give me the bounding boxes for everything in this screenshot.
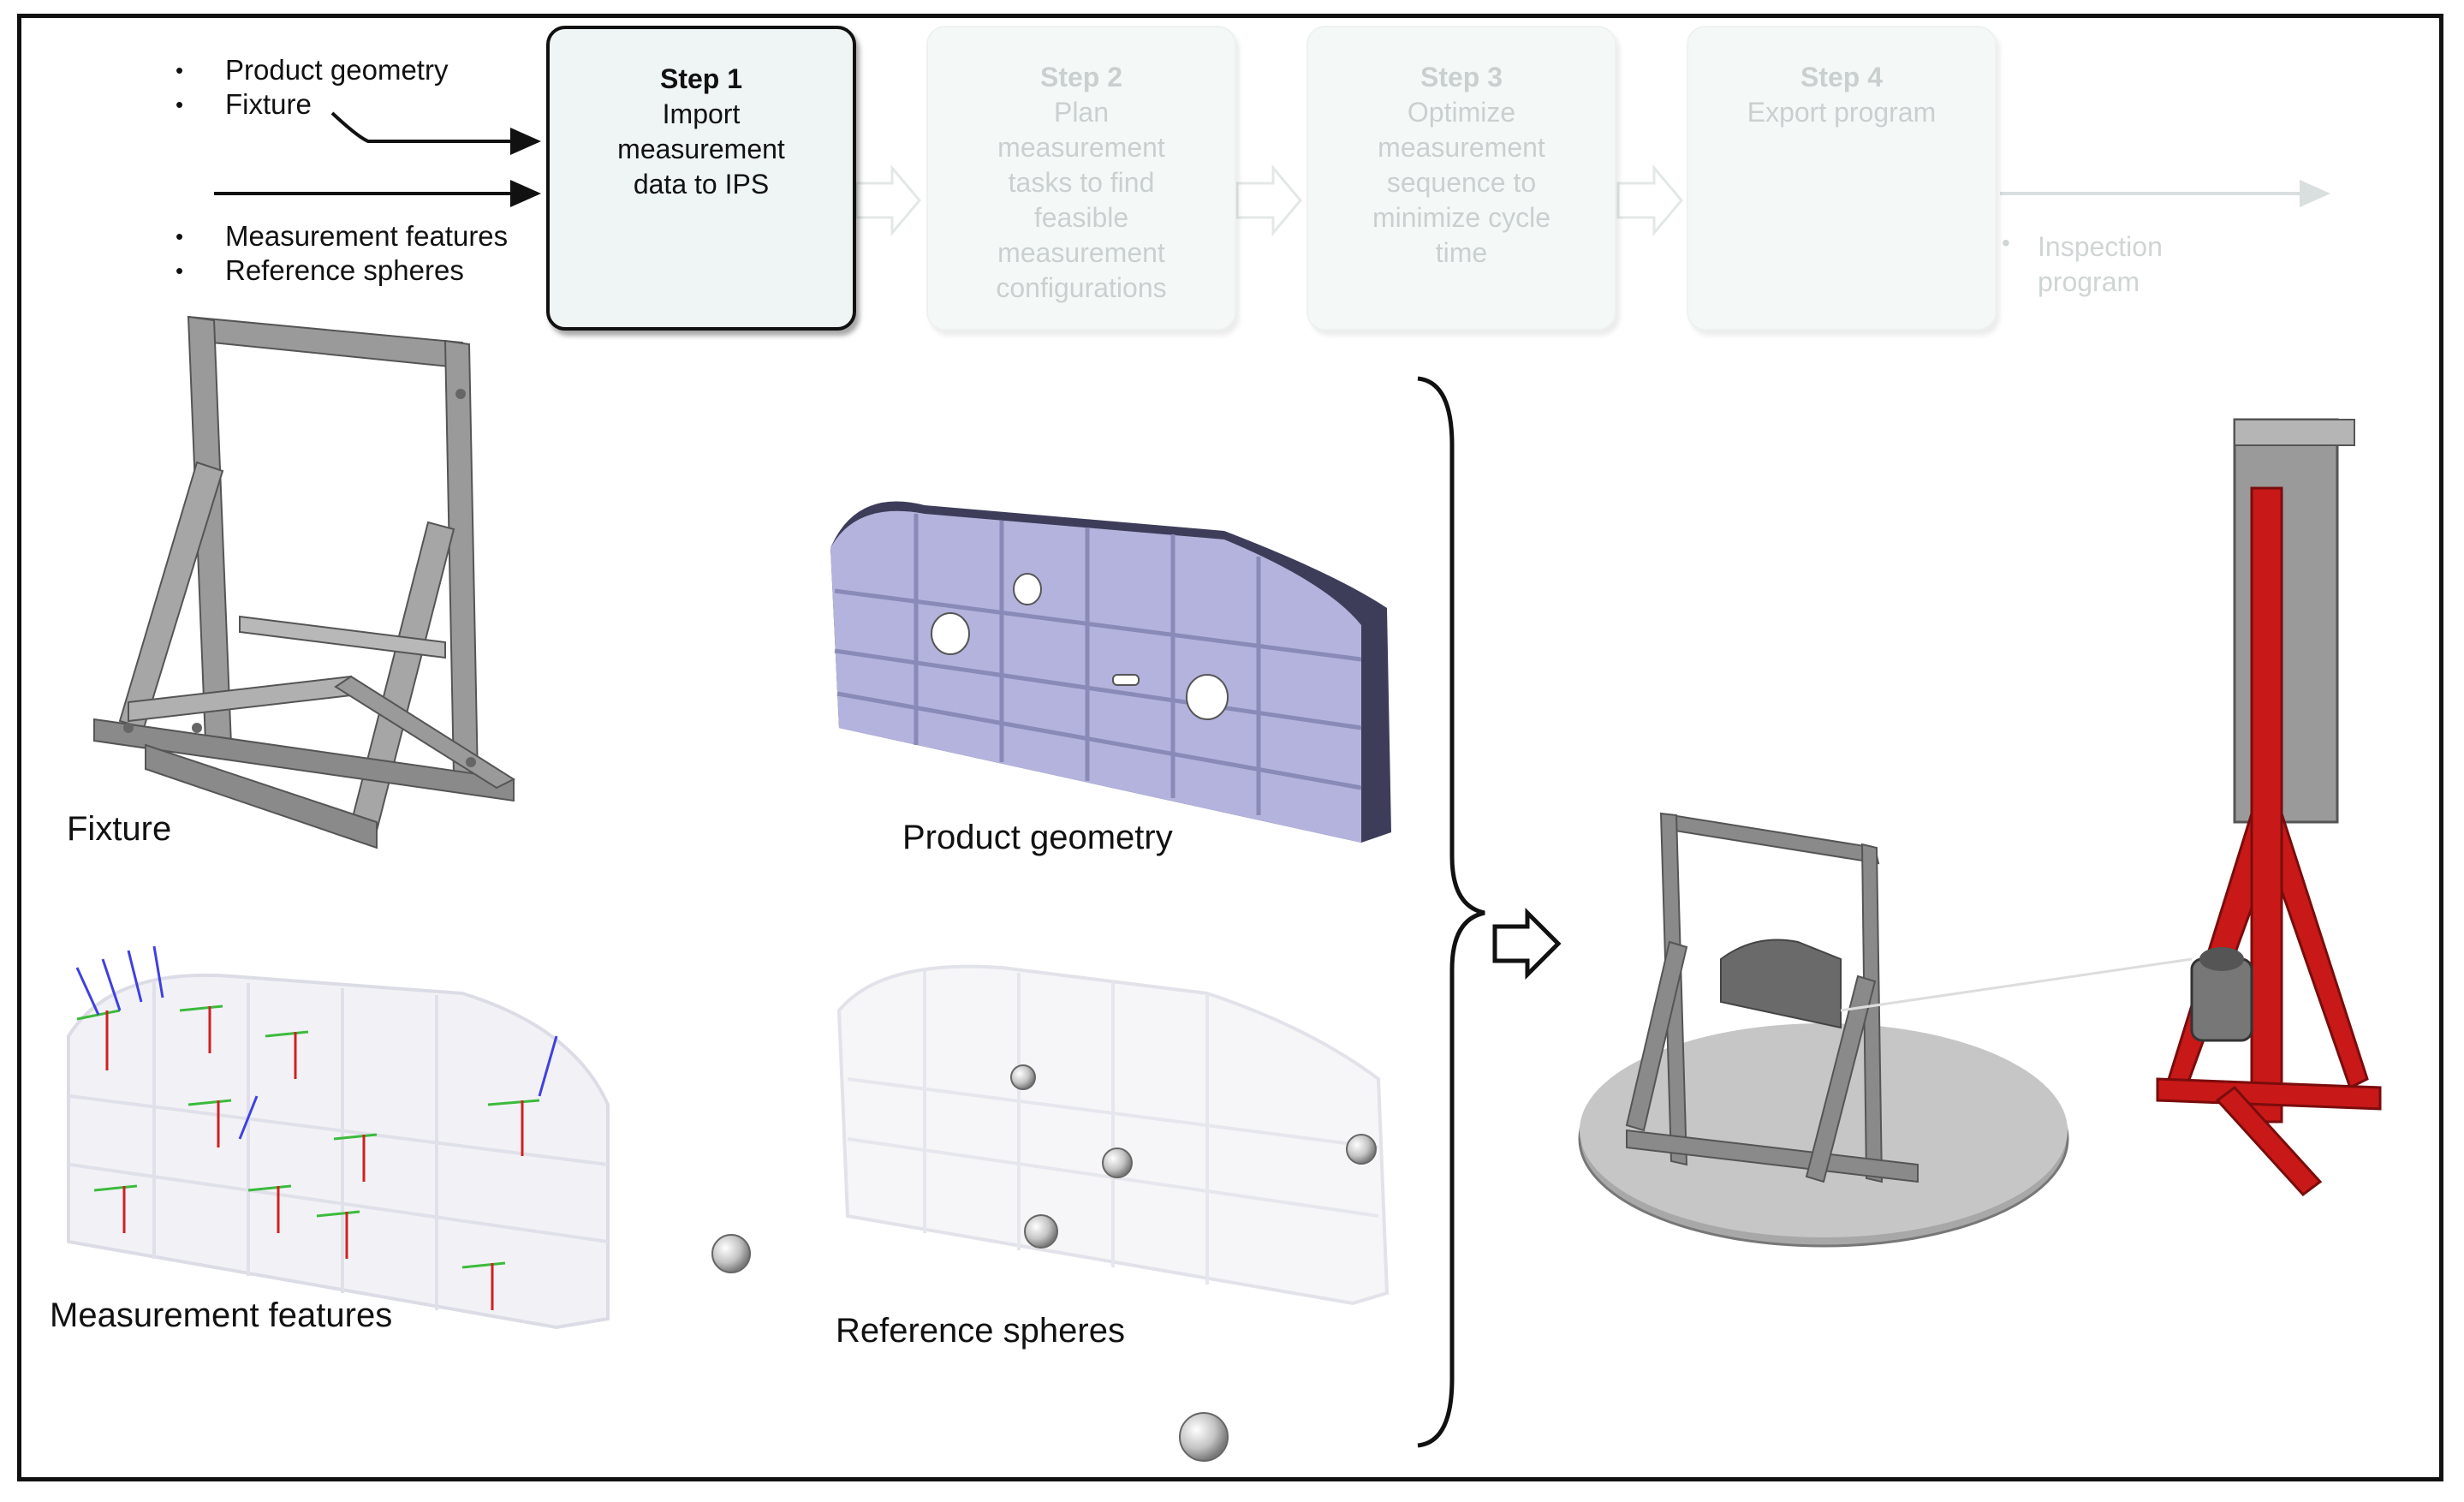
fixture-image [93, 315, 516, 849]
input-item: Reference spheres [176, 253, 508, 288]
curly-brace [1417, 376, 1485, 1448]
step-1-box: Step 1 Import measurement data to IPS [546, 26, 856, 331]
caption-reference-spheres: Reference spheres [836, 1312, 1125, 1350]
caption-fixture: Fixture [67, 810, 172, 848]
step-2-box: Step 2 Plan measurement tasks to find fe… [926, 26, 1236, 331]
step-3-box: Step 3 Optimize measurement sequence to … [1306, 26, 1616, 331]
measurement-features-image [67, 945, 610, 1330]
figure-frame [17, 14, 2443, 1481]
step-description: Optimize measurement sequence to minimiz… [1372, 97, 1551, 268]
input-item: Measurement features [176, 219, 508, 253]
step-number: Step 1 [659, 63, 743, 94]
input-arrow-geometry [330, 111, 541, 155]
step-number: Step 3 [1419, 62, 1503, 92]
input-list-features: Measurement features Reference spheres [176, 219, 508, 288]
caption-product-geometry: Product geometry [902, 819, 1173, 856]
output-label: Inspection program [2038, 231, 2163, 297]
caption-measurement-features: Measurement features [50, 1296, 393, 1334]
reference-spheres-image [711, 964, 1390, 1462]
product-geometry-image [830, 501, 1391, 843]
input-item: Product geometry [176, 53, 448, 87]
step-4-box: Step 4 Export program [1687, 26, 1997, 331]
step-number: Step 4 [1800, 62, 1884, 92]
input-item: Fixture [176, 87, 448, 122]
input-list-geometry: Product geometry Fixture [176, 53, 448, 122]
result-arrow [1492, 907, 1562, 980]
step-number: Step 2 [1039, 62, 1123, 92]
step-arrow [854, 164, 1683, 237]
result-scene-image [1578, 418, 2382, 1248]
step-description: Import measurement data to IPS [617, 98, 785, 200]
output-bullet: • [2002, 229, 2010, 256]
step-description: Plan measurement tasks to find feasible … [996, 97, 1167, 303]
step-description: Export program [1747, 97, 1937, 128]
